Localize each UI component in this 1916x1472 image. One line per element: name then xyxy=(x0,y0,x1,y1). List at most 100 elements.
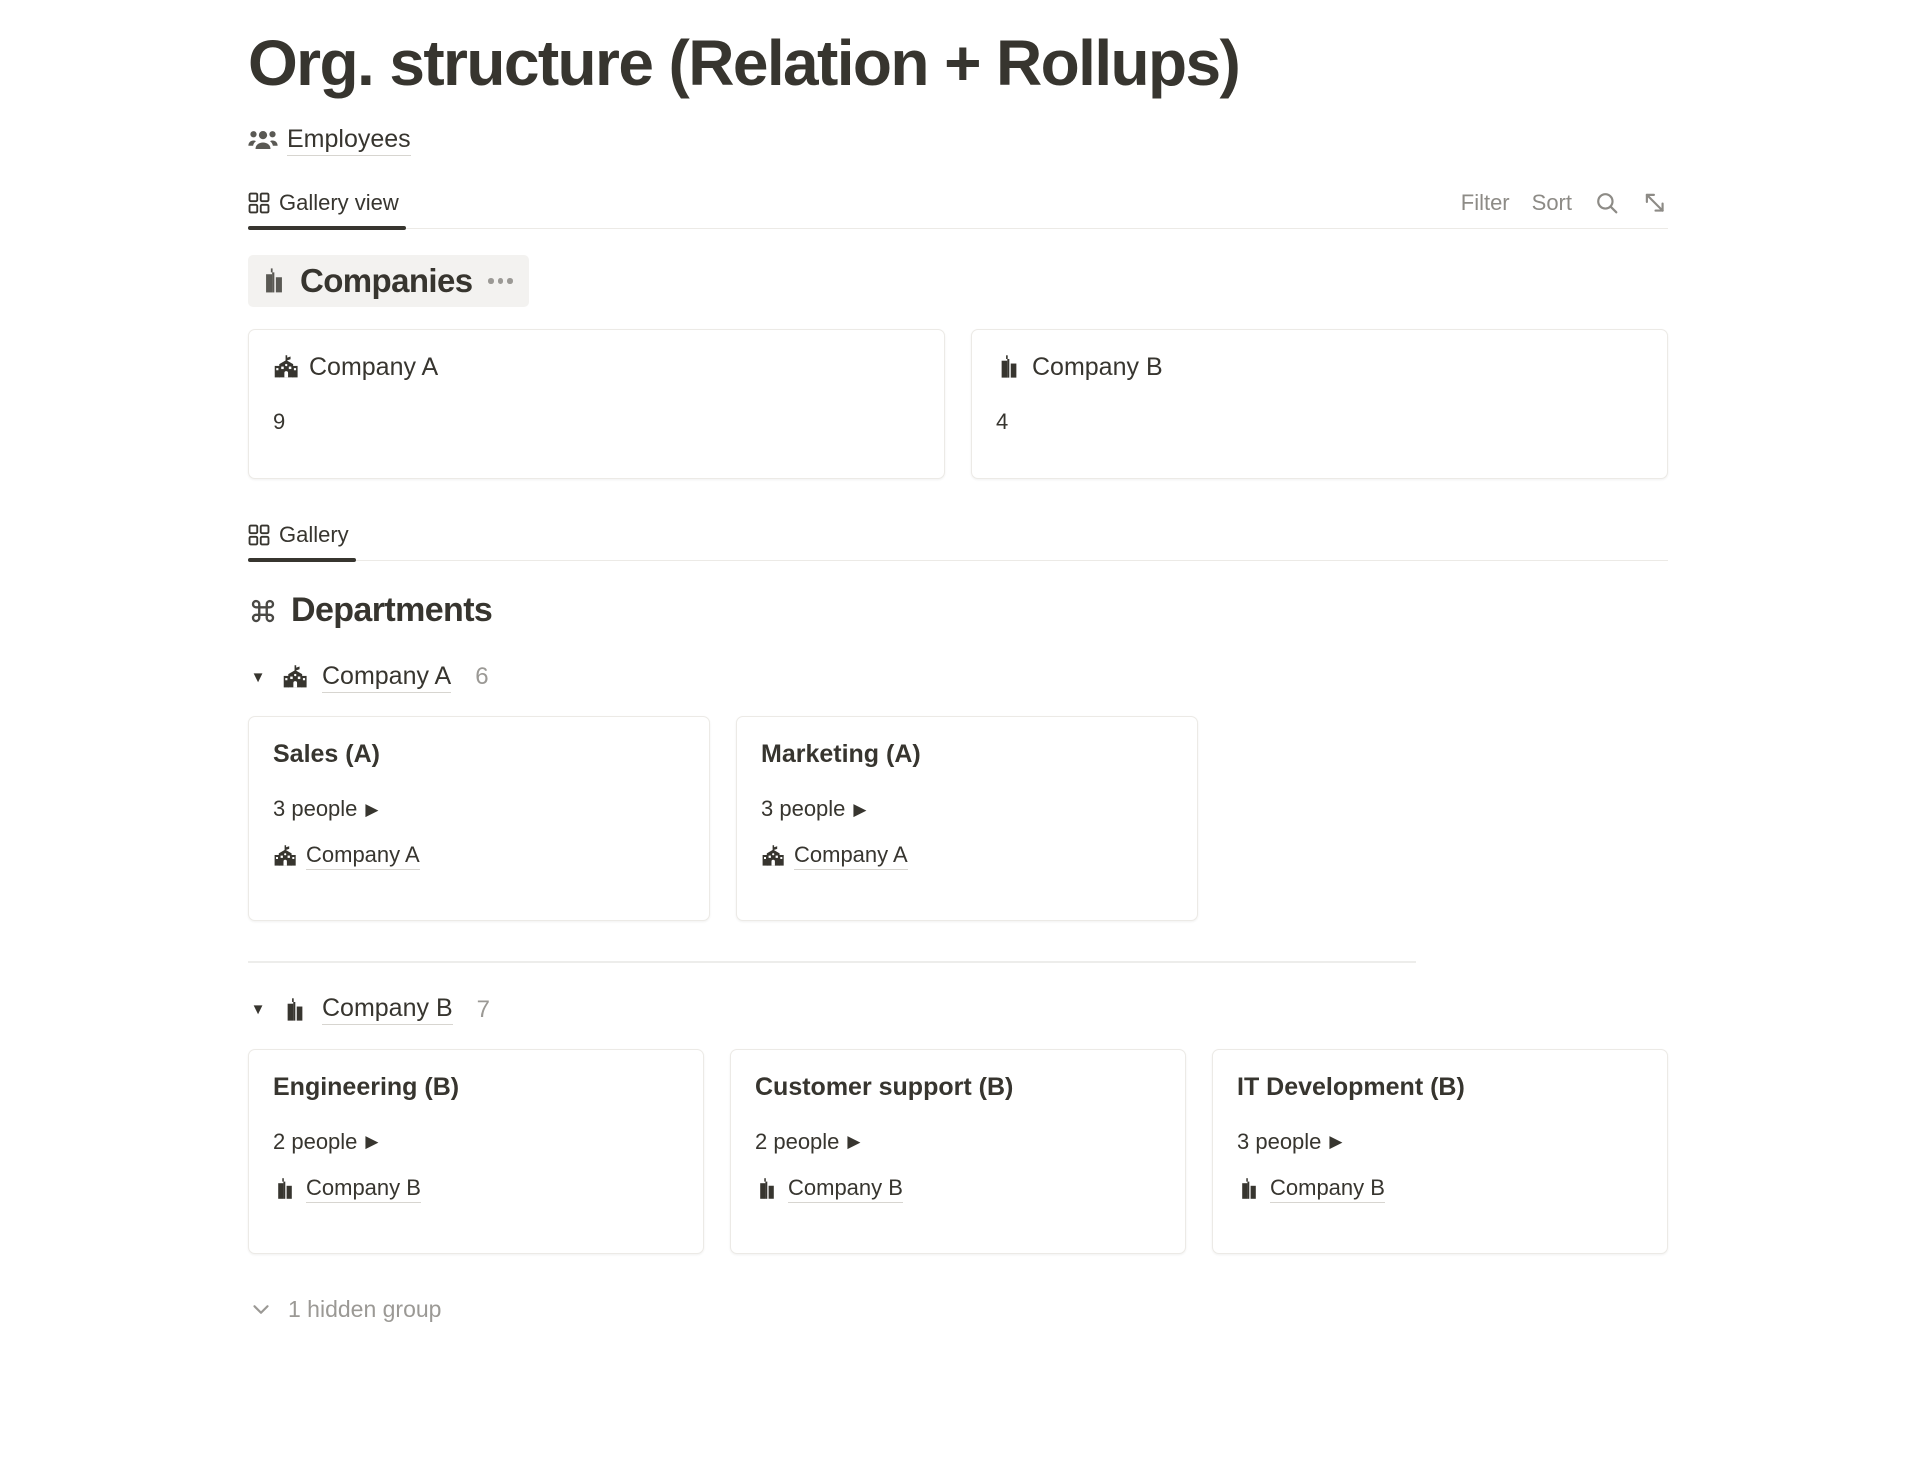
group-name-label: Company A xyxy=(322,662,452,693)
triangle-down-icon[interactable]: ▼ xyxy=(250,668,266,686)
card-sales-a[interactable]: Sales (A) 3 people ▶ xyxy=(248,716,710,922)
city-skyline-icon xyxy=(282,997,308,1023)
card-relation-label: Company A xyxy=(306,842,420,871)
card-company-b[interactable]: Company B 4 xyxy=(971,329,1668,480)
view-tabs-left: Gallery xyxy=(248,509,365,562)
view-tabs-bar-departments: Gallery xyxy=(248,509,1668,562)
card-title-text: Customer support (B) xyxy=(755,1072,1014,1101)
sort-button[interactable]: Sort xyxy=(1531,190,1572,216)
card-rollup-people: 3 people ▶ xyxy=(273,796,685,822)
hidden-groups-label: 1 hidden group xyxy=(288,1295,442,1322)
card-title-row: IT Development (B) xyxy=(1237,1072,1643,1102)
card-relation[interactable]: Company A xyxy=(273,842,685,871)
card-company-a[interactable]: Company A 9 xyxy=(248,329,945,480)
group-count: 7 xyxy=(476,995,490,1023)
card-it-development-b[interactable]: IT Development (B) 3 people ▶ xyxy=(1212,1048,1668,1254)
chevron-down-icon[interactable] xyxy=(248,1296,274,1322)
card-relation[interactable]: Company B xyxy=(273,1175,679,1203)
group-count: 6 xyxy=(475,663,489,691)
card-rollup-value: 2 people xyxy=(273,1128,358,1154)
card-rollup-value: 4 xyxy=(996,409,1009,435)
card-rollup-people: 2 people ▶ xyxy=(273,1129,679,1155)
expand-diagonal-icon[interactable] xyxy=(1642,190,1668,216)
card-title-text: Company A xyxy=(309,353,439,382)
card-title-row: Company B xyxy=(996,352,1643,382)
city-skyline-icon xyxy=(273,1177,297,1201)
card-relation-label: Company B xyxy=(788,1175,903,1203)
department-cards-row-company-b: Engineering (B) 2 people ▶ xyxy=(248,1048,1668,1254)
tab-gallery[interactable]: Gallery xyxy=(248,509,365,562)
view-tabs-left: Gallery view xyxy=(248,177,415,230)
city-skyline-icon xyxy=(260,267,288,295)
departments-database-block: Gallery Departments xyxy=(248,509,1668,1323)
card-title-row: Marketing (A) xyxy=(761,739,1173,769)
department-cards-row-company-a: Sales (A) 3 people ▶ xyxy=(248,716,1668,922)
city-skyline-icon xyxy=(755,1177,779,1201)
card-title-row: Company A xyxy=(273,352,920,382)
gallery-grid-icon xyxy=(248,192,270,214)
card-title-row: Sales (A) xyxy=(273,739,685,769)
card-title-text: Sales (A) xyxy=(273,740,380,769)
school-building-icon xyxy=(273,354,299,380)
triangle-right-icon[interactable]: ▶ xyxy=(1329,1132,1343,1152)
search-icon[interactable] xyxy=(1594,190,1620,216)
database-link-employees[interactable]: Employees xyxy=(248,125,1668,156)
card-relation[interactable]: Company A xyxy=(761,842,1173,871)
card-relation-label: Company A xyxy=(794,842,908,871)
school-building-icon xyxy=(282,664,308,690)
card-rollup-value: 9 xyxy=(273,409,286,435)
card-customer-support-b[interactable]: Customer support (B) 2 people ▶ xyxy=(730,1048,1186,1254)
database-link-label: Employees xyxy=(287,125,411,156)
card-relation[interactable]: Company B xyxy=(1237,1175,1643,1203)
card-rollup-value: 3 people xyxy=(761,796,846,822)
ellipsis-icon[interactable] xyxy=(488,278,513,284)
card-relation-label: Company B xyxy=(306,1175,421,1203)
triangle-right-icon[interactable]: ▶ xyxy=(365,1132,379,1152)
group-header-company-a[interactable]: ▼ Company A 6 xyxy=(248,660,1668,694)
people-group-icon xyxy=(248,125,278,155)
collection-header-departments[interactable]: Departments xyxy=(248,591,1668,630)
collection-title-companies: Companies xyxy=(300,262,473,300)
group-header-company-b[interactable]: ▼ Company B 7 xyxy=(248,993,1668,1027)
card-rollup-people: 2 people ▶ xyxy=(755,1129,1161,1155)
card-rollup-people: 3 people ▶ xyxy=(1237,1129,1643,1155)
page-title: Org. structure (Relation + Rollups) xyxy=(248,27,1241,99)
triangle-down-icon[interactable]: ▼ xyxy=(250,1001,266,1019)
city-skyline-icon xyxy=(996,354,1022,380)
group-divider xyxy=(248,961,1416,963)
company-cards-row: Company A 9 C xyxy=(248,329,1668,480)
tab-gallery-view[interactable]: Gallery view xyxy=(248,177,415,230)
page-content: Org. structure (Relation + Rollups) Empl… xyxy=(248,0,1668,1323)
card-marketing-a[interactable]: Marketing (A) 3 people ▶ xyxy=(736,716,1198,922)
card-title-row: Customer support (B) xyxy=(755,1072,1161,1102)
card-title-text: IT Development (B) xyxy=(1237,1072,1465,1101)
card-rollup-value: 3 people xyxy=(1237,1128,1322,1154)
card-title-text: Marketing (A) xyxy=(761,740,921,769)
command-loop-icon xyxy=(248,596,278,626)
view-tabs-bar-employees: Gallery view Filter Sort xyxy=(248,177,1668,230)
card-relation-label: Company B xyxy=(1270,1175,1385,1203)
gallery-grid-icon xyxy=(248,524,270,546)
triangle-right-icon[interactable]: ▶ xyxy=(853,799,867,819)
tab-gallery-label: Gallery xyxy=(279,521,349,547)
card-rollup-value: 3 people xyxy=(273,796,358,822)
card-title-row: Engineering (B) xyxy=(273,1072,679,1102)
hidden-groups-toggle[interactable]: 1 hidden group xyxy=(248,1296,1668,1323)
card-relation[interactable]: Company B xyxy=(755,1175,1161,1203)
triangle-right-icon[interactable]: ▶ xyxy=(847,1132,861,1152)
collection-header-companies[interactable]: Companies xyxy=(248,255,529,308)
group-name-label: Company B xyxy=(322,994,453,1026)
school-building-icon xyxy=(273,844,297,868)
view-actions: Filter Sort xyxy=(1461,190,1668,228)
city-skyline-icon xyxy=(1237,1177,1261,1201)
card-engineering-b[interactable]: Engineering (B) 2 people ▶ xyxy=(248,1048,704,1254)
card-title-text: Engineering (B) xyxy=(273,1072,460,1101)
filter-button[interactable]: Filter xyxy=(1460,190,1510,216)
collection-title-departments: Departments xyxy=(291,591,493,630)
card-rollup-value: 2 people xyxy=(755,1128,840,1154)
school-building-icon xyxy=(761,844,785,868)
tab-gallery-view-label: Gallery view xyxy=(279,189,399,215)
card-title-text: Company B xyxy=(1032,353,1163,382)
triangle-right-icon[interactable]: ▶ xyxy=(365,799,379,819)
